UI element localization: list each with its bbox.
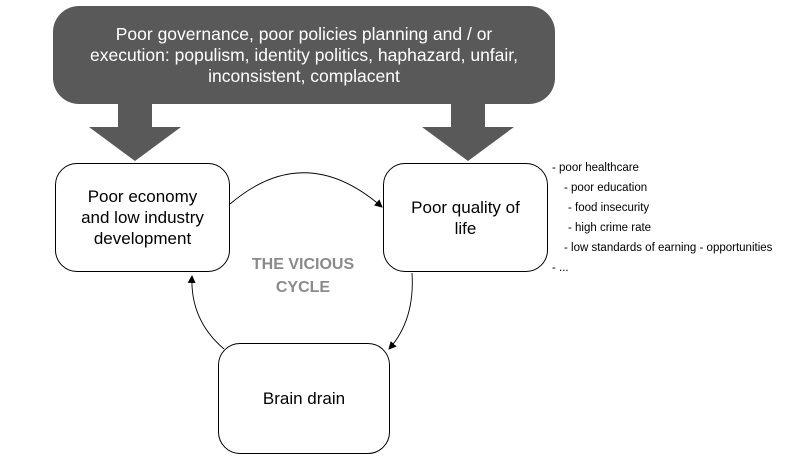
brain-drain-box: Brain drain <box>218 343 390 454</box>
quality-of-life-factors-list: - poor healthcare - poor education - foo… <box>552 158 772 278</box>
list-item: - poor healthcare <box>552 162 639 174</box>
vicious-cycle-label: THE VICIOUS CYCLE <box>243 253 363 299</box>
economy-line-2: and low industry <box>81 208 204 227</box>
cycle-arrow-economy-to-quality <box>229 172 383 208</box>
list-item: - low standards of earning - opportuniti… <box>564 242 773 254</box>
governance-line-3: inconsistent, complacent <box>208 65 400 86</box>
vicious-cycle-line-1: THE VICIOUS <box>251 256 355 273</box>
block-arrow-left <box>89 100 181 161</box>
list-item: - poor education <box>564 182 648 194</box>
brain-drain-label: Brain drain <box>262 389 346 408</box>
poor-economy-box: Poor economy and low industry developmen… <box>55 163 230 272</box>
cycle-arrow-quality-to-brain <box>388 272 413 350</box>
economy-line-3: development <box>93 229 192 248</box>
cycle-arrow-brain-to-economy <box>187 275 225 350</box>
list-item: - ... <box>552 262 569 274</box>
list-item: - food insecurity <box>568 202 650 214</box>
quality-line-1: Poor quality of <box>411 197 520 217</box>
list-item: - high crime rate <box>568 222 652 234</box>
governance-line-2: execution: populism, identity politics, … <box>89 44 519 65</box>
poor-quality-of-life-box: Poor quality of life <box>383 163 548 272</box>
vicious-cycle-line-2: CYCLE <box>275 279 331 296</box>
block-arrow-right <box>422 100 514 161</box>
economy-line-1: Poor economy <box>87 187 198 206</box>
governance-line-1: Poor governance, poor policies planning … <box>115 23 493 44</box>
governance-box: Poor governance, poor policies planning … <box>53 6 555 104</box>
quality-line-2: life <box>454 218 477 238</box>
